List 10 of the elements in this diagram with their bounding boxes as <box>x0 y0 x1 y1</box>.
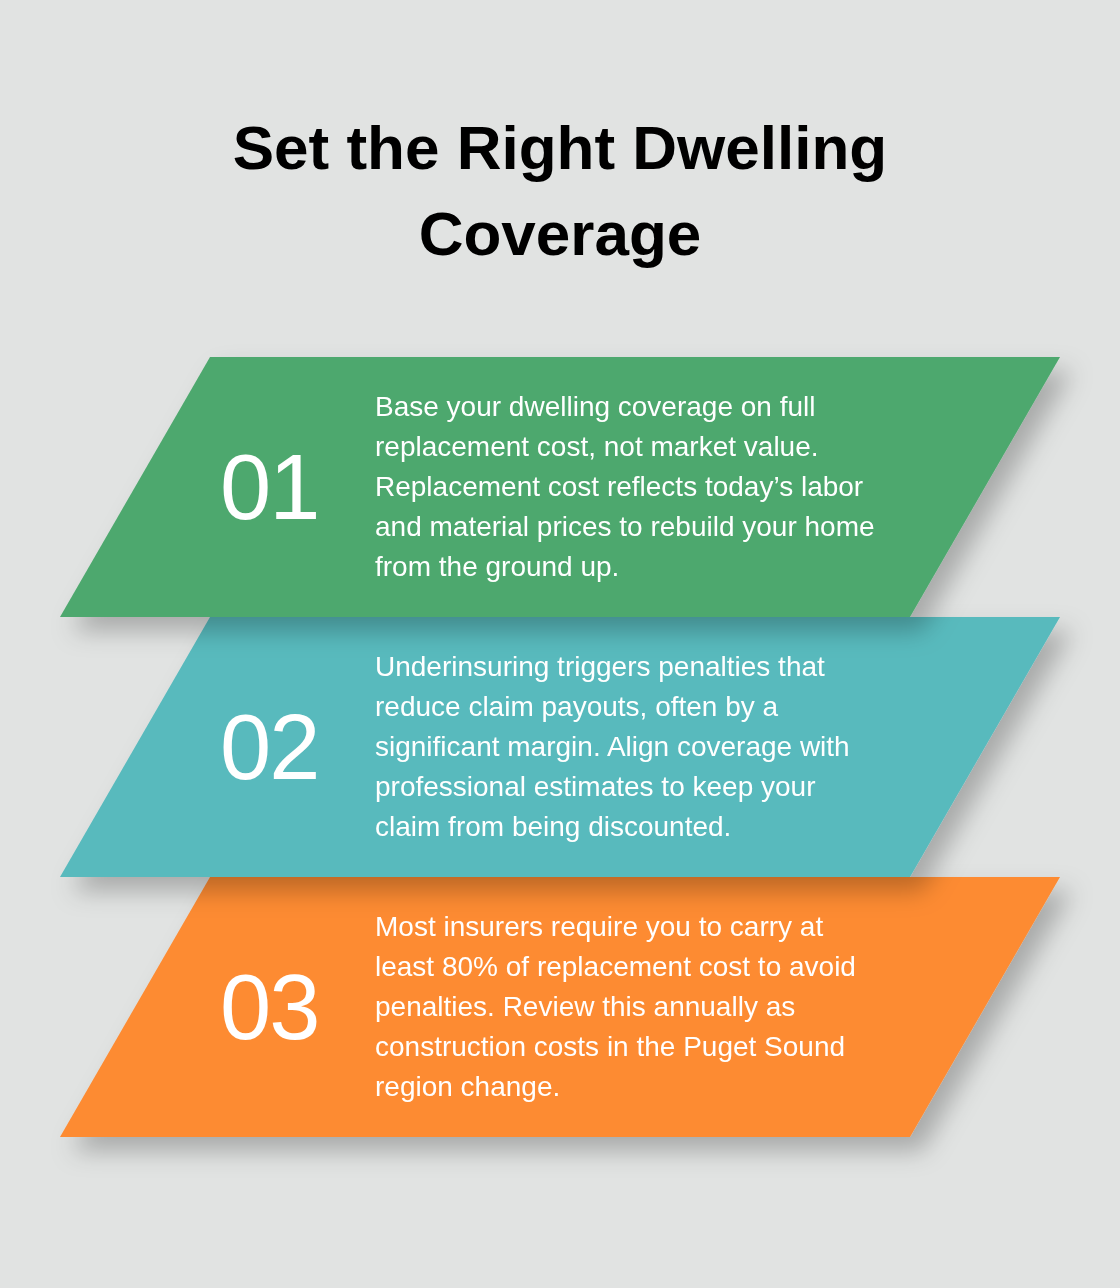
step-number: 03 <box>220 954 319 1060</box>
parallelogram-band <box>60 357 1060 617</box>
step-number: 02 <box>220 694 319 800</box>
parallelogram-band <box>60 617 1060 877</box>
step-description: Most insurers require you to carry at least 80% of replacement cost to avoid penalties. Review this annually as construction costs in the Puget Sound region change. <box>375 910 857 1104</box>
parallelogram-band <box>60 877 1060 1137</box>
step-description: Base your dwelling coverage on full replacement cost, not market value. Replacement cost reflects today’s labor and material prices to rebuild your home from the ground up. <box>375 390 876 584</box>
title: Set the Right Dwelling Coverage <box>231 112 889 270</box>
step-description: Underinsuring triggers penalties that reduce claim payouts, often by a significant margin. Align coverage with professional estimates to keep your claim from being discounted. <box>375 650 851 844</box>
step-number: 01 <box>220 434 319 540</box>
